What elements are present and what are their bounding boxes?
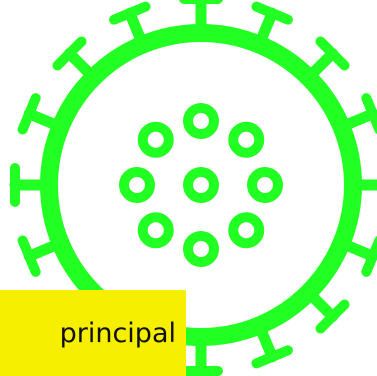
virus-dot xyxy=(228,212,265,249)
virus-spike-cap xyxy=(315,36,350,71)
virus-spike-cap xyxy=(251,1,293,25)
virus-spike-cap xyxy=(361,93,377,134)
virus-body xyxy=(40,24,362,346)
banner-text: principal xyxy=(59,317,176,349)
virus-dot xyxy=(247,167,283,203)
virus-dot xyxy=(183,103,219,139)
virus-dot xyxy=(137,121,174,158)
virus-dot xyxy=(183,167,219,203)
virus-spike-cap xyxy=(361,236,377,277)
virus-dot xyxy=(183,231,219,267)
virus-spike-cap xyxy=(109,1,151,25)
virus-spike-cap xyxy=(251,345,293,369)
virus-spike-cap xyxy=(17,235,41,277)
virus-dot xyxy=(119,167,155,203)
virus-dot xyxy=(137,212,174,249)
virus-spike-cap xyxy=(315,299,350,334)
label-banner: principal xyxy=(0,290,186,376)
virus-dot xyxy=(228,121,265,158)
virus-spike-cap xyxy=(17,93,41,135)
virus-spike-cap xyxy=(52,36,87,71)
